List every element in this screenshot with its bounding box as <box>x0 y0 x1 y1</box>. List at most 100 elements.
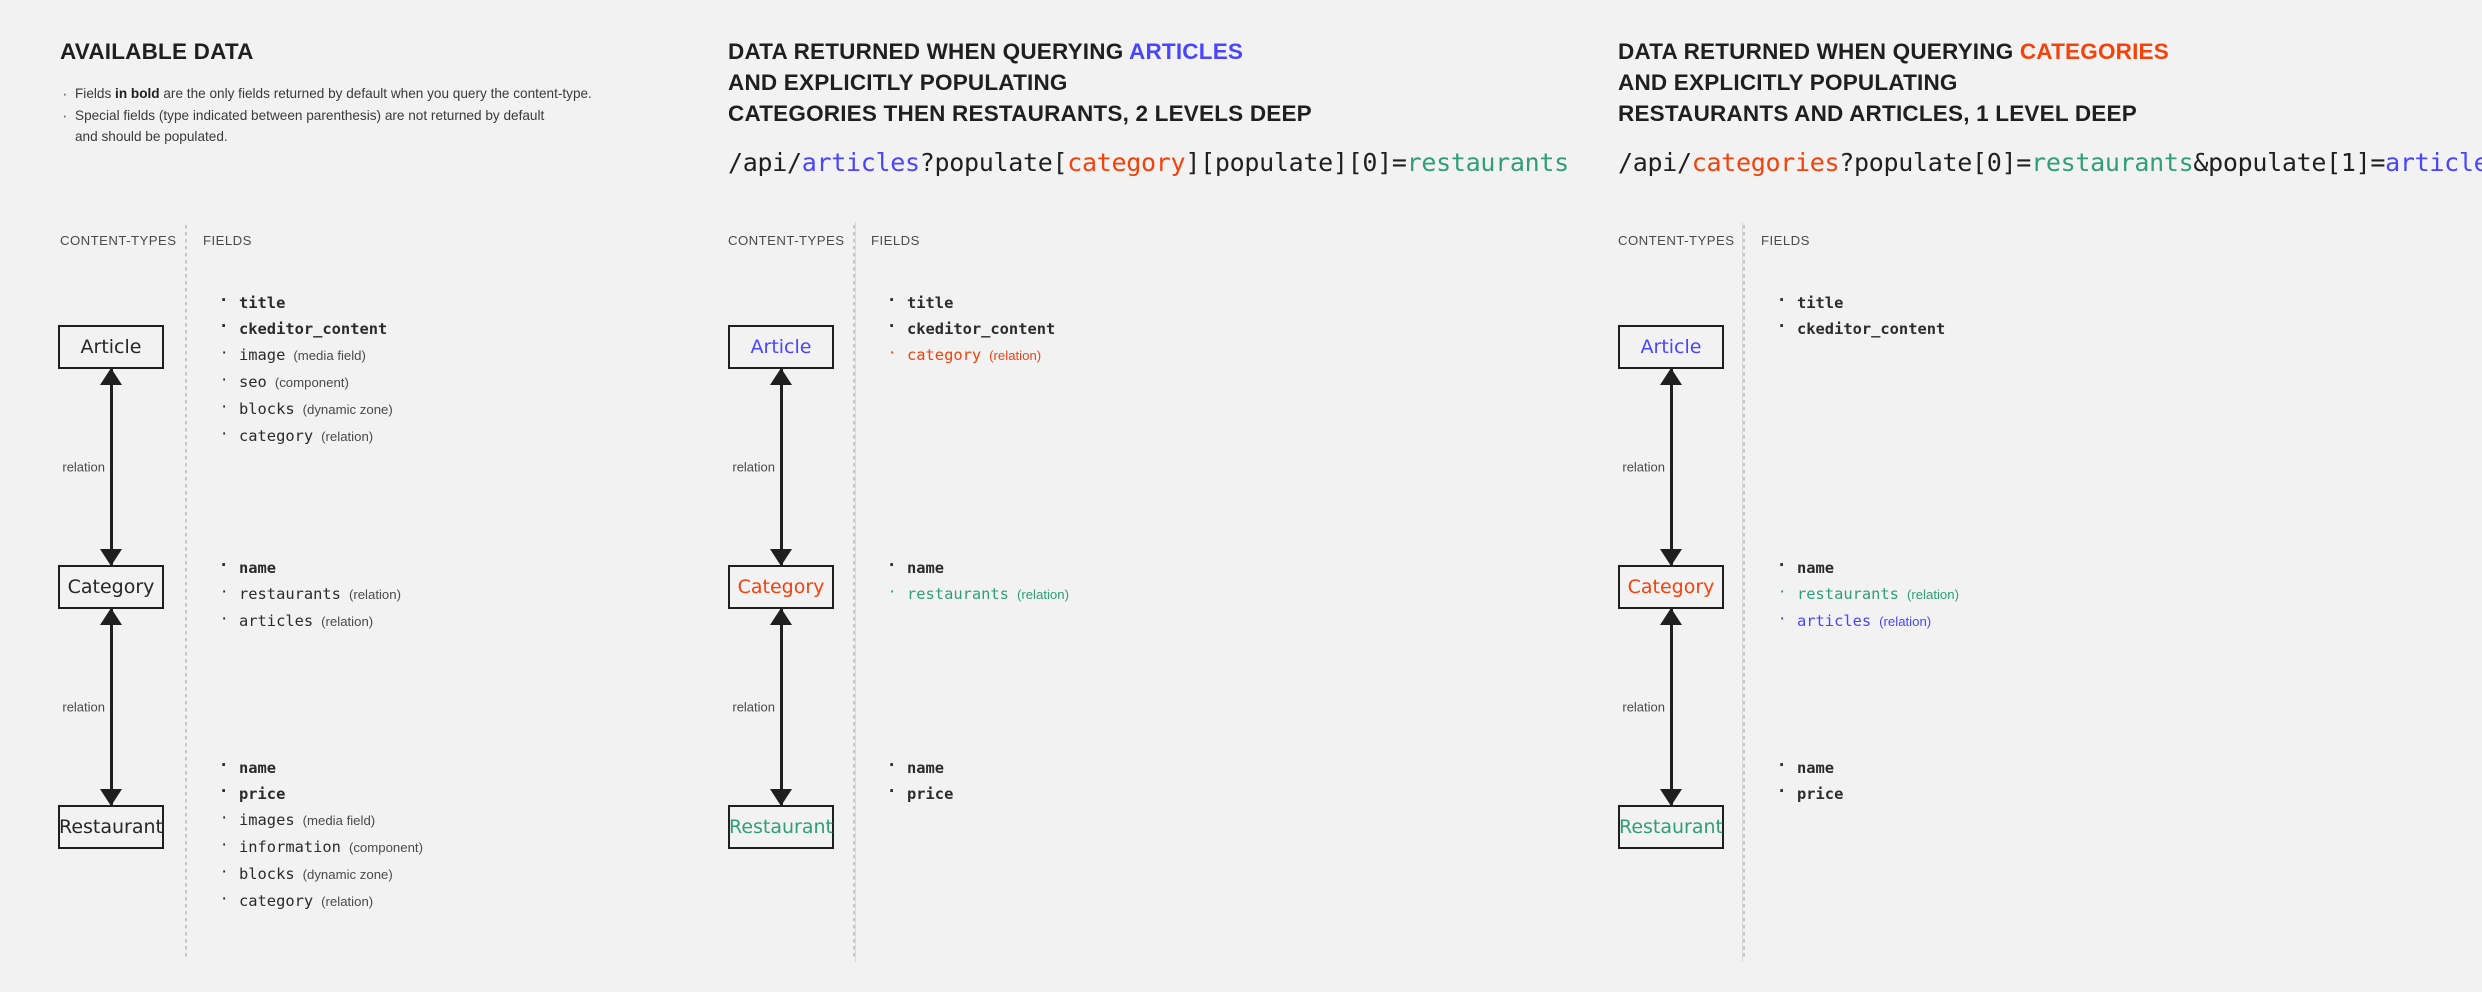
arrowhead-up-icon <box>770 608 793 625</box>
field-item: seo(component) <box>218 367 393 396</box>
arrowhead-up-icon <box>1660 368 1683 385</box>
field-item: title <box>1776 288 1945 316</box>
field-type: (component) <box>274 375 349 390</box>
field-list-category: name restaurants (relation) <box>886 553 1069 608</box>
field-item: title <box>886 288 1055 316</box>
api-url-segment: ][populate][0]= <box>1185 148 1407 177</box>
field-name: name <box>1797 759 1835 777</box>
field-item: ckeditor_content <box>886 314 1056 342</box>
arrow-shaft <box>110 609 113 805</box>
fields-divider <box>853 225 855 960</box>
field-list-article: titleckeditor_contentimage(media field)s… <box>218 288 393 450</box>
field-type: (component) <box>348 840 423 855</box>
relation-arrow: relation <box>1622 368 1701 566</box>
entity-box-category[interactable]: Category <box>728 565 834 609</box>
title-segment: CATEGORIES <box>2019 39 2169 64</box>
field-name: restaurants <box>239 585 341 603</box>
column-label-fields: FIELDS <box>203 233 252 248</box>
field-name: ckeditor_content <box>907 320 1056 338</box>
field-name: articles <box>239 612 314 630</box>
panel-title-line: AVAILABLE DATA <box>60 36 592 67</box>
field-name: name <box>239 559 277 577</box>
field-name: information <box>239 838 341 856</box>
field-name: restaurants <box>1797 585 1899 603</box>
api-url-segment: /api/ <box>1618 148 1692 177</box>
title-segment: DATA RETURNED WHEN QUERYING <box>728 39 1130 64</box>
panel-divider-2 <box>1742 222 1743 962</box>
title-segment: AVAILABLE DATA <box>60 39 254 64</box>
panel-title-line: RESTAURANTS AND ARTICLES, 1 LEVEL DEEP <box>1618 98 2169 129</box>
field-name: image <box>239 346 286 364</box>
arrow-shaft <box>1670 369 1673 565</box>
field-name: name <box>907 759 945 777</box>
relation-label: relation <box>1622 459 1665 475</box>
relation-arrow: relation <box>62 368 141 566</box>
note-text: are the only fields returned by default … <box>159 86 592 102</box>
field-name: title <box>239 294 286 312</box>
field-list-restaurant: namepriceimages(media field)information(… <box>218 753 423 915</box>
panel-title-line: DATA RETURNED WHEN QUERYING CATEGORIES <box>1618 36 2169 67</box>
entity-box-restaurant[interactable]: Restaurant <box>1618 805 1724 849</box>
field-item: name <box>218 753 423 781</box>
entity-box-article[interactable]: Article <box>1618 325 1724 369</box>
field-name: restaurants <box>907 585 1009 603</box>
arrowhead-down-icon <box>100 789 123 806</box>
column-label-fields: FIELDS <box>1761 233 1810 248</box>
field-list-category: namerestaurants(relation)articles(relati… <box>218 553 401 635</box>
api-url-segment: categories <box>1691 148 1840 177</box>
entity-box-article[interactable]: Article <box>58 325 164 369</box>
column-label-fields: FIELDS <box>871 233 920 248</box>
arrowhead-up-icon <box>770 368 793 385</box>
field-item: blocks(dynamic zone) <box>218 394 393 423</box>
fields-divider <box>185 225 187 960</box>
column-label-content-types: CONTENT-TYPES <box>1618 233 1735 248</box>
api-url-segment: ?populate[ <box>919 148 1068 177</box>
note-item: Fields in bold are the only fields retur… <box>60 81 592 108</box>
field-name: ckeditor_content <box>1797 320 1946 338</box>
relation-label: relation <box>732 699 775 715</box>
field-list-restaurant: nameprice <box>886 753 953 807</box>
note-item: Special fields (type indicated between p… <box>60 102 592 129</box>
title-segment: AND EXPLICITLY POPULATING <box>728 70 1068 96</box>
column-label-content-types: CONTENT-TYPES <box>728 233 845 248</box>
field-item: information (component) <box>218 832 423 861</box>
arrowhead-down-icon <box>1660 549 1683 566</box>
field-item: articles(relation) <box>218 606 401 635</box>
field-item: name <box>886 553 1069 581</box>
arrowhead-up-icon <box>100 608 123 625</box>
api-url-segment: /api/ <box>728 148 802 177</box>
field-item: blocks(dynamic zone) <box>218 859 423 888</box>
panel-header: AVAILABLE DATA Fields in bold are the onl… <box>60 36 592 147</box>
api-url-segment: restaurants <box>2031 148 2194 177</box>
arrowhead-down-icon <box>100 549 123 566</box>
field-name: title <box>907 294 954 312</box>
arrowhead-down-icon <box>770 549 793 566</box>
relation-arrow: relation <box>732 608 811 806</box>
note-emphasis: in bold <box>115 86 160 102</box>
field-item: name <box>886 753 953 781</box>
panel-title-line: DATA RETURNED WHEN QUERYING ARTICLES <box>728 36 1312 67</box>
field-item: restaurants(relation) <box>1776 579 1959 608</box>
field-list-category: namerestaurants(relation)articles(relati… <box>1776 553 1959 635</box>
entity-box-restaurant[interactable]: Restaurant <box>728 805 834 849</box>
relation-label: relation <box>1622 699 1665 715</box>
panel-header: DATA RETURNED WHEN QUERYING ARTICLES AND … <box>728 36 1312 129</box>
field-type: (dynamic zone) <box>302 402 393 417</box>
field-list-article: title ckeditor_content <box>1776 288 1946 342</box>
api-url-segment: &populate[1]= <box>2193 148 2386 177</box>
entity-box-category[interactable]: Category <box>58 565 164 609</box>
field-type: (media field) <box>302 813 376 828</box>
api-url-segment: ?populate[0]= <box>1839 148 2032 177</box>
entity-box-restaurant[interactable]: Restaurant <box>58 805 164 849</box>
field-name: name <box>1797 559 1835 577</box>
field-type: (relation) <box>1016 587 1069 602</box>
entity-box-category[interactable]: Category <box>1618 565 1724 609</box>
field-name: category <box>239 892 314 910</box>
entity-box-article[interactable]: Article <box>728 325 834 369</box>
field-type: (relation) <box>321 894 374 909</box>
api-url-segment: articles <box>2385 148 2482 177</box>
field-item: title <box>218 288 393 316</box>
note-text: Special fields (type indicated between p… <box>75 107 545 123</box>
arrowhead-down-icon <box>1660 789 1683 806</box>
arrow-shaft <box>780 369 783 565</box>
